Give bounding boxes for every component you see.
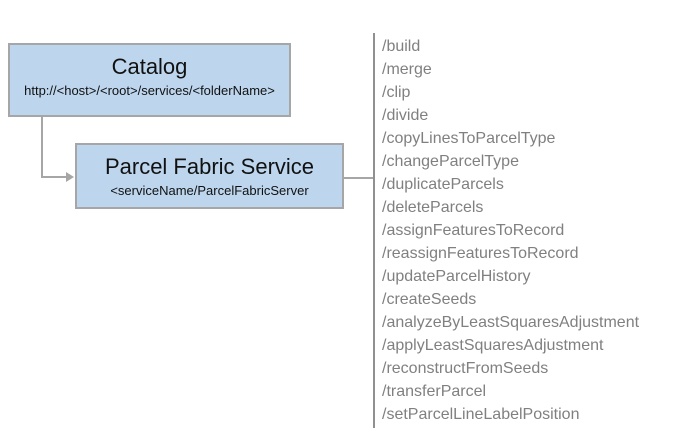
parcel-fabric-service-node-path: <serviceName/ParcelFabricServer xyxy=(110,183,309,198)
endpoint-item: /reassignFeaturesToRecord xyxy=(382,245,579,262)
endpoint-item: /merge xyxy=(382,61,432,78)
catalog-node-title: Catalog xyxy=(111,54,188,79)
endpoint-item: /build xyxy=(382,38,421,55)
endpoint-item: /analyzeByLeastSquaresAdjustment xyxy=(382,314,640,331)
endpoint-item: /updateParcelHistory xyxy=(382,268,531,285)
connector-catalog-vertical xyxy=(41,115,43,178)
endpoint-item: /setParcelLineLabelPosition xyxy=(382,406,580,423)
catalog-node-url: http://<host>/<root>/services/<folderNam… xyxy=(24,83,275,98)
endpoint-item: /divide xyxy=(382,107,429,124)
endpoint-list: /build/merge/clip/divide/copyLinesToParc… xyxy=(382,35,639,426)
parcel-fabric-service-node: Parcel Fabric Service <serviceName/Parce… xyxy=(75,143,344,209)
connector-catalog-horizontal xyxy=(41,176,67,178)
endpoint-item: /deleteParcels xyxy=(382,199,484,216)
endpoint-item: /assignFeaturesToRecord xyxy=(382,222,565,239)
endpoint-item: /duplicateParcels xyxy=(382,176,504,193)
connector-arrowhead-icon xyxy=(66,172,74,182)
connector-service-to-list xyxy=(343,177,374,179)
endpoint-item: /applyLeastSquaresAdjustment xyxy=(382,337,604,354)
endpoint-item: /reconstructFromSeeds xyxy=(382,360,549,377)
endpoint-item: /changeParcelType xyxy=(382,153,519,170)
parcel-fabric-service-node-title: Parcel Fabric Service xyxy=(104,154,315,179)
endpoint-item: /copyLinesToParcelType xyxy=(382,130,556,147)
endpoint-item: /clip xyxy=(382,84,411,101)
endpoint-item: /transferParcel xyxy=(382,383,487,400)
endpoint-list-rule xyxy=(373,33,375,428)
endpoint-item: /createSeeds xyxy=(382,291,477,308)
catalog-node: Catalog http://<host>/<root>/services/<f… xyxy=(8,43,291,117)
